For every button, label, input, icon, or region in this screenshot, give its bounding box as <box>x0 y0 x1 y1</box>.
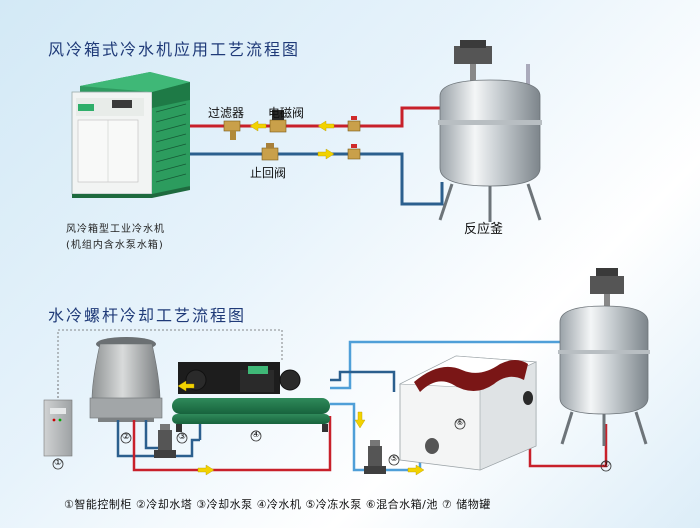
flow-arrows-top <box>249 120 335 160</box>
reactor-label: 反应釜 <box>464 222 504 237</box>
chiller-caption-line1: 风冷箱型工业冷水机 <box>66 224 165 235</box>
hand-valve-top-hot <box>347 116 361 132</box>
marker-3: ③ <box>178 432 187 442</box>
hand-valve-top-cold <box>347 144 361 160</box>
cooling-tower <box>89 337 163 422</box>
marker-6: ⑥ <box>456 418 465 428</box>
cooling-water-pump <box>154 424 176 458</box>
water-cooled-screw-chiller <box>172 362 330 432</box>
filter-label: 过滤器 <box>208 106 245 120</box>
chiller-caption-line2: (机组内含水泵水箱) <box>66 240 164 251</box>
marker-5: ⑤ <box>390 454 399 464</box>
check-valve-label: 止回阀 <box>250 166 287 180</box>
solenoid-valve <box>269 110 287 133</box>
air-cooled-chiller <box>71 72 190 198</box>
marker-circles <box>52 418 612 472</box>
filter <box>223 120 241 140</box>
check-valve <box>261 143 279 161</box>
marker-1: ① <box>54 458 63 468</box>
legend: ①智能控制柜 ②冷却水塔 ③冷却水泵 ④冷水机 ⑤冷冻水泵 ⑥混合水箱/池 ⑦ … <box>64 498 491 511</box>
marker-2: ② <box>122 432 131 442</box>
flow-arrows-bottom <box>177 380 425 476</box>
bottom-title: 水冷螺杆冷却工艺流程图 <box>48 306 247 325</box>
solenoid-valve-label: 电磁阀 <box>268 106 305 120</box>
reactor-top <box>438 40 542 222</box>
storage-tank <box>558 268 650 446</box>
control-cabinet <box>43 399 73 457</box>
top-hot-pipe <box>190 106 442 128</box>
control-wiring <box>57 329 283 402</box>
top-title: 风冷箱式冷水机应用工艺流程图 <box>48 40 301 59</box>
marker-4: ④ <box>252 430 261 440</box>
top-cold-pipe <box>190 152 444 206</box>
mixing-tank <box>398 355 538 471</box>
chilled-water-pump <box>364 440 386 474</box>
marker-7: ⑦ <box>602 460 611 470</box>
